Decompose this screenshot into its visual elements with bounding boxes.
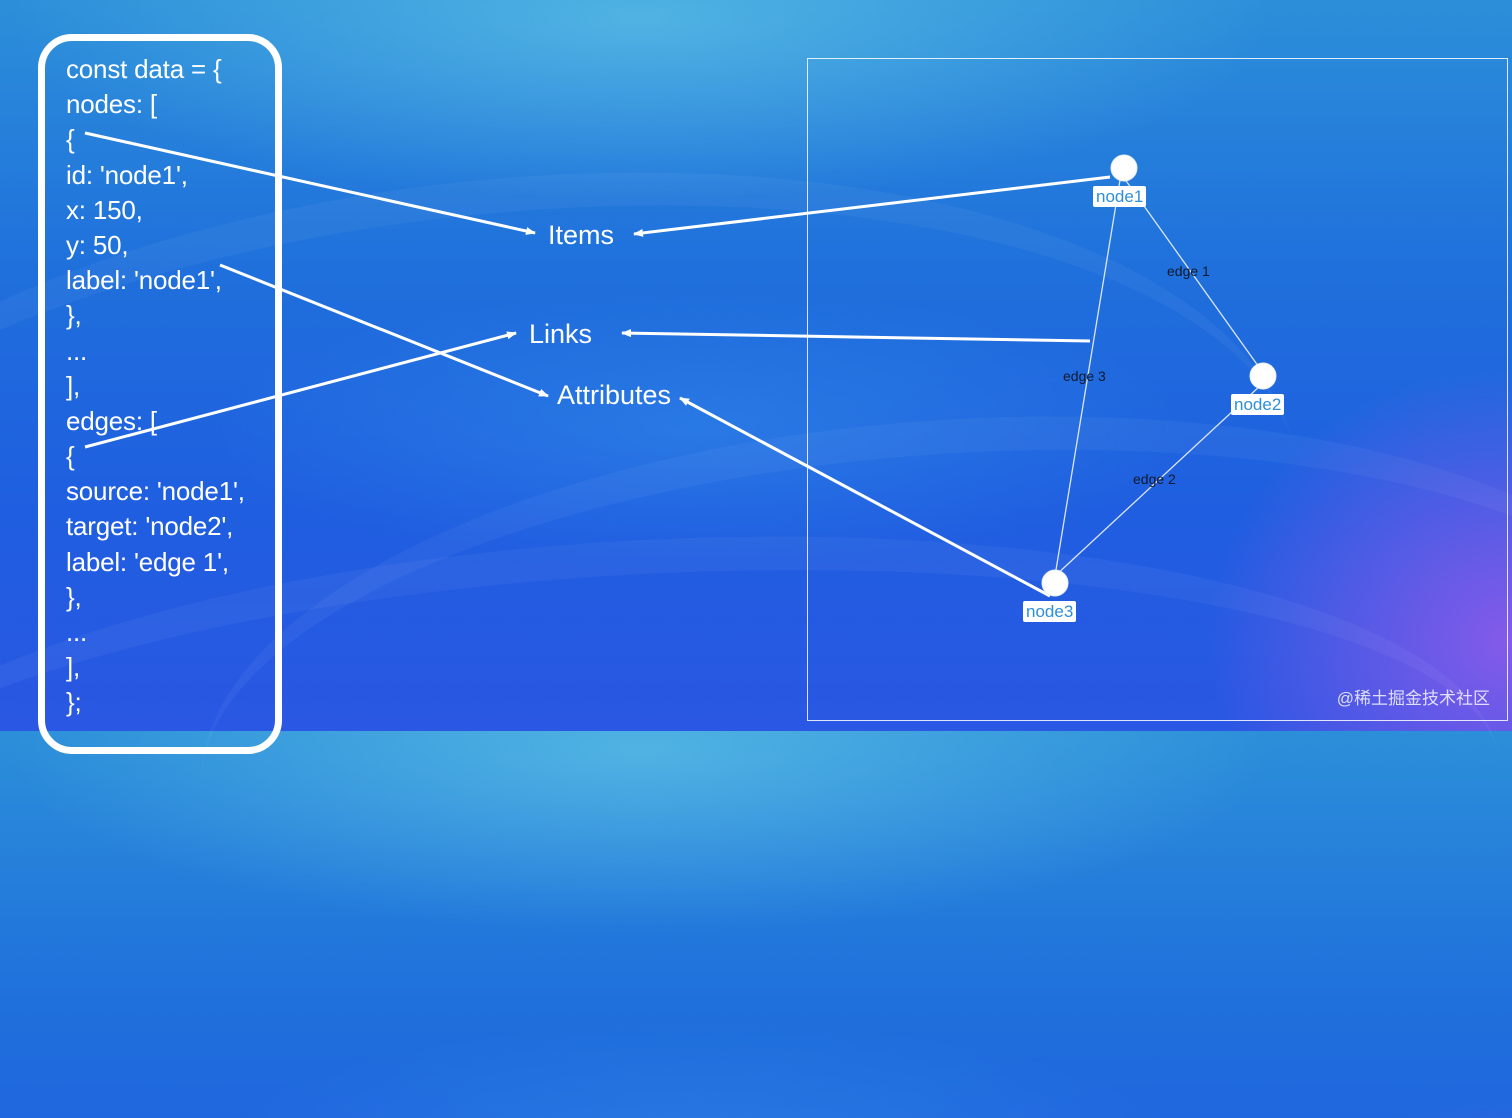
code-line: source: 'node1', <box>66 476 245 507</box>
code-line: x: 150, <box>66 194 143 225</box>
graph-node-node2 <box>1249 362 1277 390</box>
graph-edge <box>1054 179 1121 577</box>
code-line: { <box>66 441 75 472</box>
graph-edge <box>1123 177 1262 371</box>
concept-label-attributes: Attributes <box>557 380 672 410</box>
code-line: }, <box>66 581 82 612</box>
watermark-text: @稀土掘金技术社区 <box>1336 689 1490 708</box>
node-label: node2 <box>1231 394 1285 415</box>
code-line: ], <box>66 652 81 683</box>
edge-label: edge 2 <box>1133 471 1176 487</box>
graph-canvas <box>807 58 1508 721</box>
code-line: ], <box>66 370 81 401</box>
code-line: }, <box>66 300 82 331</box>
code-line: { <box>66 124 75 155</box>
graph-edge <box>1054 384 1262 577</box>
arrow-node1-to-items <box>633 175 1111 237</box>
code-line: }; <box>66 687 82 718</box>
code-line: const data = { <box>66 54 222 84</box>
code-line: y: 50, <box>66 229 129 260</box>
arrow-edge3-to-links <box>621 329 1091 343</box>
edge-label: edge 3 <box>1063 368 1106 384</box>
node-label: node1 <box>1093 186 1147 207</box>
code-line: id: 'node1', <box>66 159 188 190</box>
code-line: label: 'edge 1', <box>66 546 229 577</box>
code-line: nodes: [ <box>66 89 157 120</box>
node-label: node3 <box>1023 601 1077 622</box>
diagram-overlay <box>84 131 1277 598</box>
code-line: edges: [ <box>66 405 157 436</box>
concept-label-items: Items <box>548 220 615 250</box>
code-snippet: const data = { nodes: [ { id: 'node1', x… <box>66 52 245 721</box>
graph-node-node1 <box>1110 154 1138 182</box>
arrow-object-to-items <box>84 131 536 235</box>
code-line: label: 'node1', <box>66 265 222 296</box>
arrow-label-to-attributes <box>219 263 549 398</box>
graph-node-node3 <box>1041 569 1069 597</box>
arrow-edges-to-links <box>84 331 517 449</box>
code-line: ... <box>66 617 88 647</box>
concept-label-links: Links <box>529 319 593 349</box>
code-line: target: 'node2', <box>66 511 234 542</box>
arrow-node3-to-attributes <box>679 396 1051 598</box>
code-line: ... <box>66 335 88 366</box>
edge-label: edge 1 <box>1167 263 1210 279</box>
